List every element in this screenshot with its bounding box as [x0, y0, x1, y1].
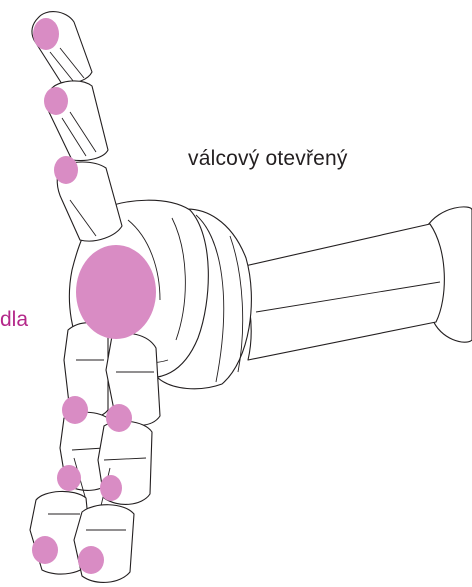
side-label: dla [0, 307, 28, 333]
contact-thumb-tip [32, 536, 58, 564]
contact-middle-tip [78, 546, 104, 574]
forearm [236, 207, 472, 360]
grasp-type-caption: válcový otevřený [188, 146, 348, 172]
contact-thumb-base [62, 396, 88, 424]
contact-index-middle [44, 87, 68, 115]
contact-index-tip [33, 18, 59, 50]
contact-middle-middle [100, 475, 122, 501]
contact-middle-base [106, 404, 132, 432]
contact-thumb-middle [57, 465, 81, 491]
contact-index-base [54, 156, 78, 184]
contact-palm [76, 245, 156, 339]
